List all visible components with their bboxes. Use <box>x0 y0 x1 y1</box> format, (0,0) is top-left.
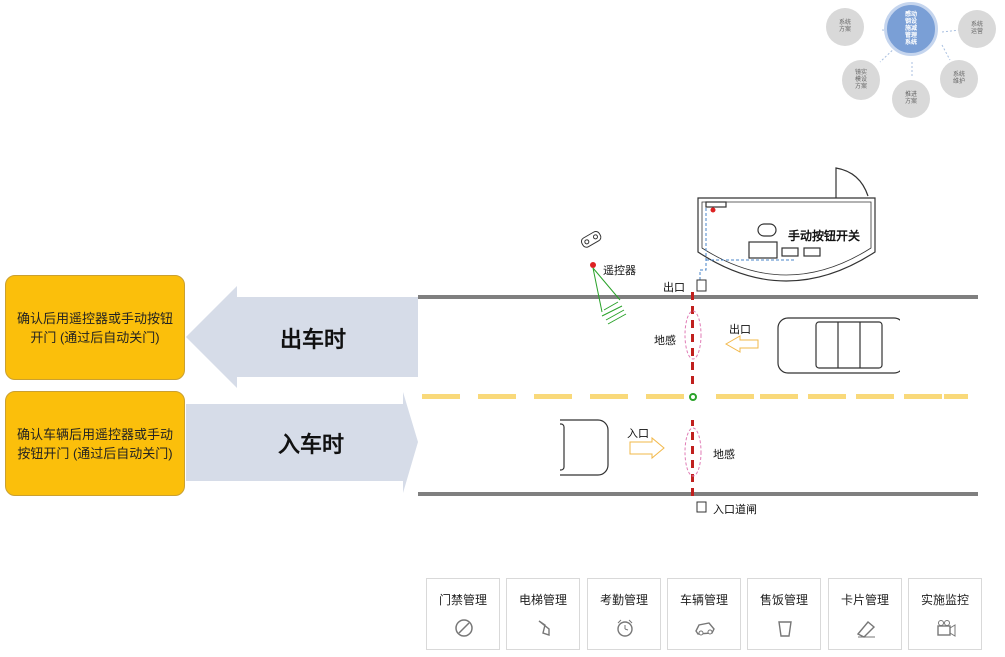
exit-arrow-label: 出车时 <box>280 327 347 352</box>
exit-gate-barrier <box>691 279 707 384</box>
entry-arrow <box>186 392 418 493</box>
entry-sensor-label: 地感 <box>713 449 735 461</box>
mindmap-node-advance-plan: 推进方案 <box>892 80 930 118</box>
exit-callout-text: 确认后用遥控器或手动按钮开门 (通过后自动关门) <box>16 310 173 345</box>
mindmap-center-node: 感动钢设施减管理系统 <box>884 2 938 56</box>
tab-vehicle[interactable]: 车辆管理 <box>667 578 741 650</box>
booth-indicator <box>710 207 716 213</box>
entry-direction-arrow <box>629 436 665 460</box>
tab-label: 实施监控 <box>920 593 969 607</box>
exit-gate-label: 出口 <box>663 282 685 294</box>
car-icon <box>695 622 715 636</box>
card-icon <box>856 621 876 638</box>
entry-callout-text: 确认车辆后用遥控器或手动按钮开门 (通过后自动关门) <box>16 426 173 461</box>
no-entry-icon <box>455 619 473 637</box>
exit-car-icon <box>777 317 900 374</box>
exit-arrow <box>186 286 418 388</box>
mindmap-node-system-plan: 系统方案 <box>826 8 864 46</box>
road-bottom-edge <box>418 492 978 496</box>
tab-card[interactable]: 卡片管理 <box>828 578 902 650</box>
remote-signal <box>592 267 627 325</box>
direction-arrows <box>186 286 418 493</box>
cup-icon <box>778 621 792 637</box>
entry-direction-label: 入口 <box>627 428 649 440</box>
tab-attendance[interactable]: 考勤管理 <box>587 578 661 650</box>
exit-callout: 确认后用遥控器或手动按钮开门 (通过后自动关门) <box>5 275 185 380</box>
tab-access-control[interactable]: 门禁管理 <box>426 578 500 650</box>
exit-sensor-loop <box>684 310 702 360</box>
entry-gate-barrier <box>691 420 707 513</box>
tab-elevator[interactable]: 电梯管理 <box>506 578 580 650</box>
mindmap-node-system-operation: 系统运营 <box>958 10 996 48</box>
exit-direction-arrow <box>724 335 759 353</box>
tab-label: 车辆管理 <box>679 593 728 607</box>
tab-label: 卡片管理 <box>840 593 889 607</box>
tab-label: 电梯管理 <box>518 593 567 607</box>
entry-sensor-loop <box>684 427 702 477</box>
tab-label: 门禁管理 <box>438 593 487 607</box>
mindmap-node-implementation-plan: 镜实模设方案 <box>842 60 880 100</box>
elevator-icon <box>538 620 550 636</box>
alarm-clock-icon <box>617 619 633 637</box>
tab-meal[interactable]: 售饭管理 <box>747 578 821 650</box>
guard-booth <box>697 167 876 282</box>
remote-label: 遥控器 <box>603 265 636 277</box>
camera-icon <box>937 620 956 637</box>
mindmap-node-system-maintenance: 系统维护 <box>940 60 978 98</box>
remote-icon <box>580 230 602 248</box>
tab-label: 考勤管理 <box>599 593 648 607</box>
exit-sensor-label: 地感 <box>654 335 676 347</box>
parking-diagram <box>560 167 900 513</box>
entry-arrow-label: 入车时 <box>278 432 345 457</box>
entry-gate-label: 入口道闸 <box>713 504 757 516</box>
entry-callout: 确认车辆后用遥控器或手动按钮开门 (通过后自动关门) <box>5 391 185 496</box>
exit-direction-label: 出口 <box>729 324 751 336</box>
entry-car-icon <box>560 419 609 476</box>
tab-monitoring[interactable]: 实施监控 <box>908 578 982 650</box>
road-top-edge <box>418 295 978 299</box>
tab-label: 售饭管理 <box>759 593 808 607</box>
manual-switch-label: 手动按钮开关 <box>788 229 861 243</box>
